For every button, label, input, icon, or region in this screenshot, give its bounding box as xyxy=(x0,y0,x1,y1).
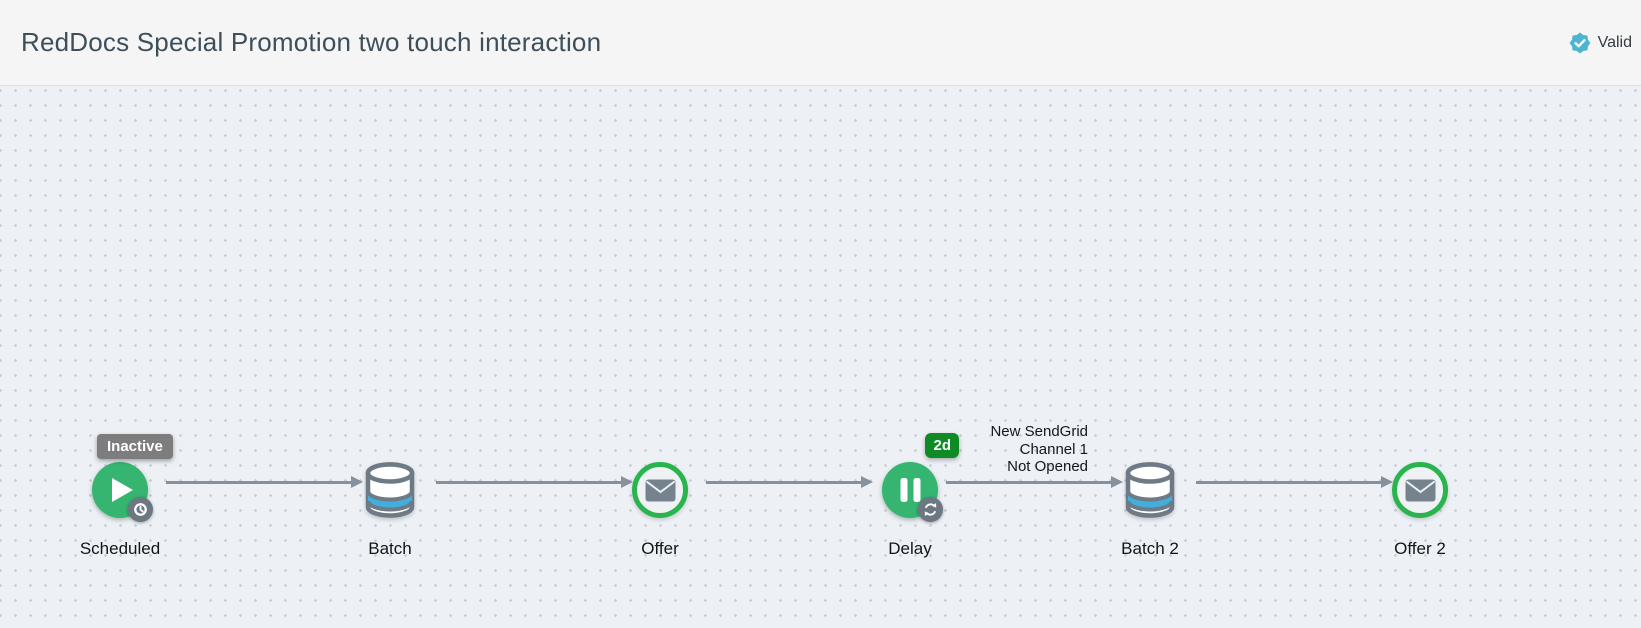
verified-seal-icon xyxy=(1568,31,1592,55)
clock-icon xyxy=(128,497,153,522)
node-label: Offer xyxy=(641,539,679,558)
node-scheduled[interactable]: Inactive Scheduled xyxy=(80,434,173,558)
envelope-icon xyxy=(645,479,676,502)
edge-condition-label: New SendGrid Channel 1 Not Opened xyxy=(938,423,1088,476)
workflow-title: RedDocs Special Promotion two touch inte… xyxy=(21,27,602,57)
node-delay[interactable]: 2d Delay xyxy=(882,433,959,558)
edge-batch2-offer2 xyxy=(1196,476,1393,488)
inactive-badge: Inactive xyxy=(97,434,173,459)
node-label: Batch xyxy=(368,539,412,558)
edge-batch-offer xyxy=(436,476,633,488)
page-header: RedDocs Special Promotion two touch inte… xyxy=(0,0,1641,86)
database-icon xyxy=(362,460,418,520)
edge-scheduled-batch xyxy=(166,476,363,488)
workflow-canvas[interactable]: New SendGrid Channel 1 Not Opened Inacti… xyxy=(0,86,1641,628)
edge-condition-line: New SendGrid xyxy=(990,423,1088,440)
edge-condition-line: Channel 1 xyxy=(1019,440,1088,458)
pause-icon xyxy=(900,477,921,503)
validity-label: Valid xyxy=(1597,33,1632,51)
edge-delay-batch2 xyxy=(946,476,1123,488)
database-icon xyxy=(1122,460,1178,520)
node-label: Delay xyxy=(888,539,932,558)
play-icon xyxy=(111,477,134,503)
envelope-icon xyxy=(1405,479,1436,502)
validity-status: Valid xyxy=(1568,31,1632,55)
node-label: Offer 2 xyxy=(1394,539,1446,558)
node-offer[interactable]: Offer xyxy=(632,462,688,558)
offer2-node-ring xyxy=(1392,462,1448,518)
node-offer-2[interactable]: Offer 2 xyxy=(1392,462,1448,558)
refresh-icon xyxy=(918,497,943,522)
scheduled-node-circle xyxy=(92,462,148,518)
offer-node-ring xyxy=(632,462,688,518)
node-label: Batch 2 xyxy=(1121,539,1179,558)
node-label: Scheduled xyxy=(79,539,161,558)
node-batch-2[interactable]: Batch 2 xyxy=(1121,460,1179,558)
edge-offer-delay xyxy=(706,476,873,488)
duration-badge: 2d xyxy=(925,433,959,458)
node-batch[interactable]: Batch xyxy=(362,460,418,558)
edge-condition-line: Not Opened xyxy=(1007,458,1088,475)
